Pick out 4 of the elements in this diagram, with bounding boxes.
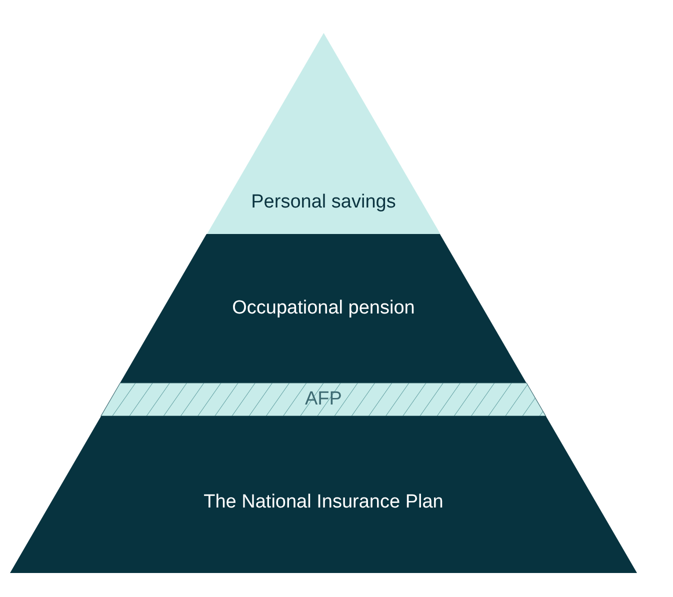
tier-label: Personal savings: [251, 192, 396, 214]
tier-label: Occupational pension: [232, 298, 415, 320]
tier-label: The National Insurance Plan: [204, 492, 444, 514]
tier-label: AFP: [305, 390, 342, 410]
